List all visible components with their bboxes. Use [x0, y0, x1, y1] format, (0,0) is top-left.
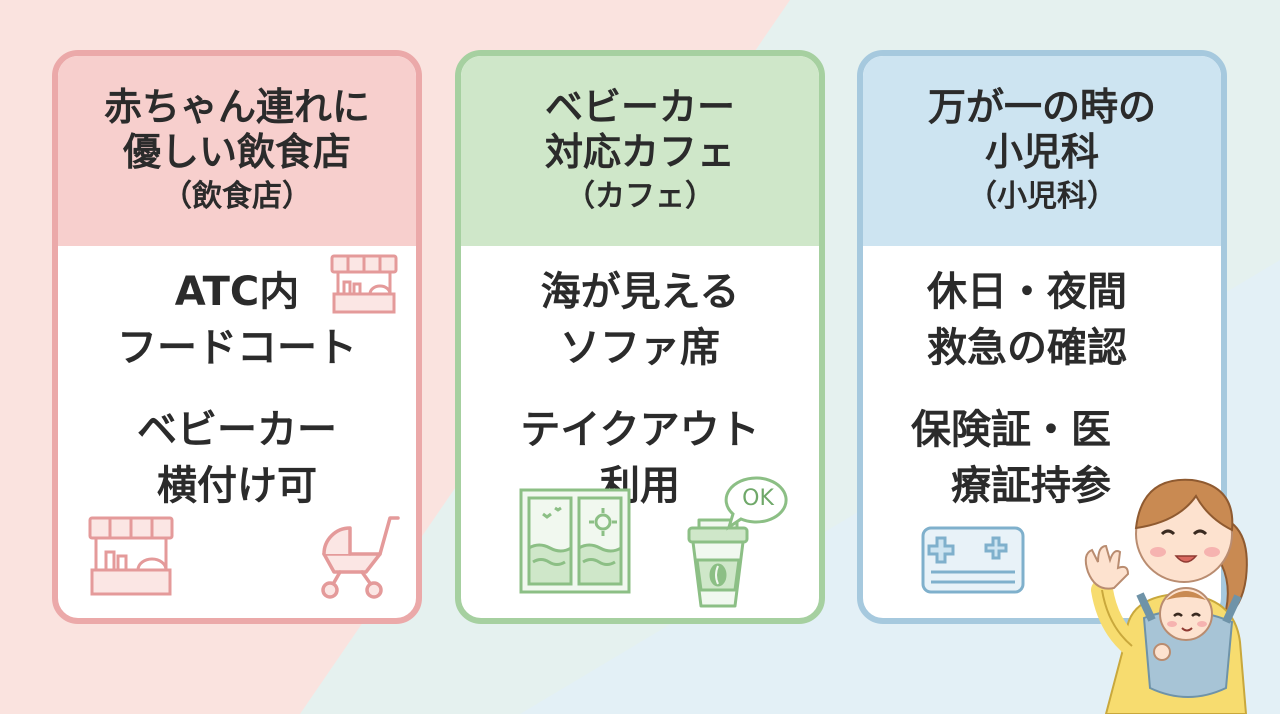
card-subtitle: （飲食店） — [162, 179, 312, 214]
card-subtitle: （小児科） — [967, 179, 1117, 214]
stroller-icon — [321, 516, 400, 599]
card-title: ベビーカー 対応カフェ — [544, 85, 735, 174]
coffee-cup-icon — [687, 518, 749, 608]
ok-speech-bubble-icon — [724, 476, 788, 531]
medical-card-icon — [921, 526, 1025, 594]
card-item: 休日・夜間 救急の確認 — [927, 269, 1127, 371]
card-header: 赤ちゃん連れに 優しい飲食店 （飲食店） — [58, 56, 416, 246]
card-subtitle: （カフェ） — [565, 179, 715, 214]
card-restaurants: 赤ちゃん連れに 優しい飲食店 （飲食店） ATC内 フードコート ベビーカー 横… — [52, 50, 422, 624]
card-item: 海が見える ソファ席 — [540, 269, 740, 371]
card-cafes: ベビーカー 対応カフェ （カフェ） 海が見える ソファ席 テイクアウト 利用 — [455, 50, 825, 624]
card-body: 海が見える ソファ席 テイクアウト 利用 — [461, 246, 819, 618]
card-title: 赤ちゃん連れに 優しい飲食店 — [103, 85, 370, 174]
food-stall-icon — [88, 516, 174, 596]
card-item: 保険証・医 療証持参 — [911, 407, 1111, 509]
ok-bubble-text: OK — [742, 486, 774, 511]
card-body: 休日・夜間 救急の確認 保険証・医 療証持参 — [863, 246, 1221, 618]
card-body: ATC内 フードコート ベビーカー 横付け可 — [58, 246, 416, 618]
card-header: 万が一の時の 小児科 （小児科） — [863, 56, 1221, 246]
card-header: ベビーカー 対応カフェ （カフェ） — [461, 56, 819, 246]
card-title: 万が一の時の 小児科 — [927, 85, 1156, 174]
card-item: ATC内 フードコート — [117, 269, 357, 371]
card-item: ベビーカー 横付け可 — [137, 407, 337, 509]
food-stall-icon — [330, 254, 398, 314]
mother-with-baby-illustration — [1084, 478, 1248, 714]
sea-window-icon — [519, 488, 631, 594]
